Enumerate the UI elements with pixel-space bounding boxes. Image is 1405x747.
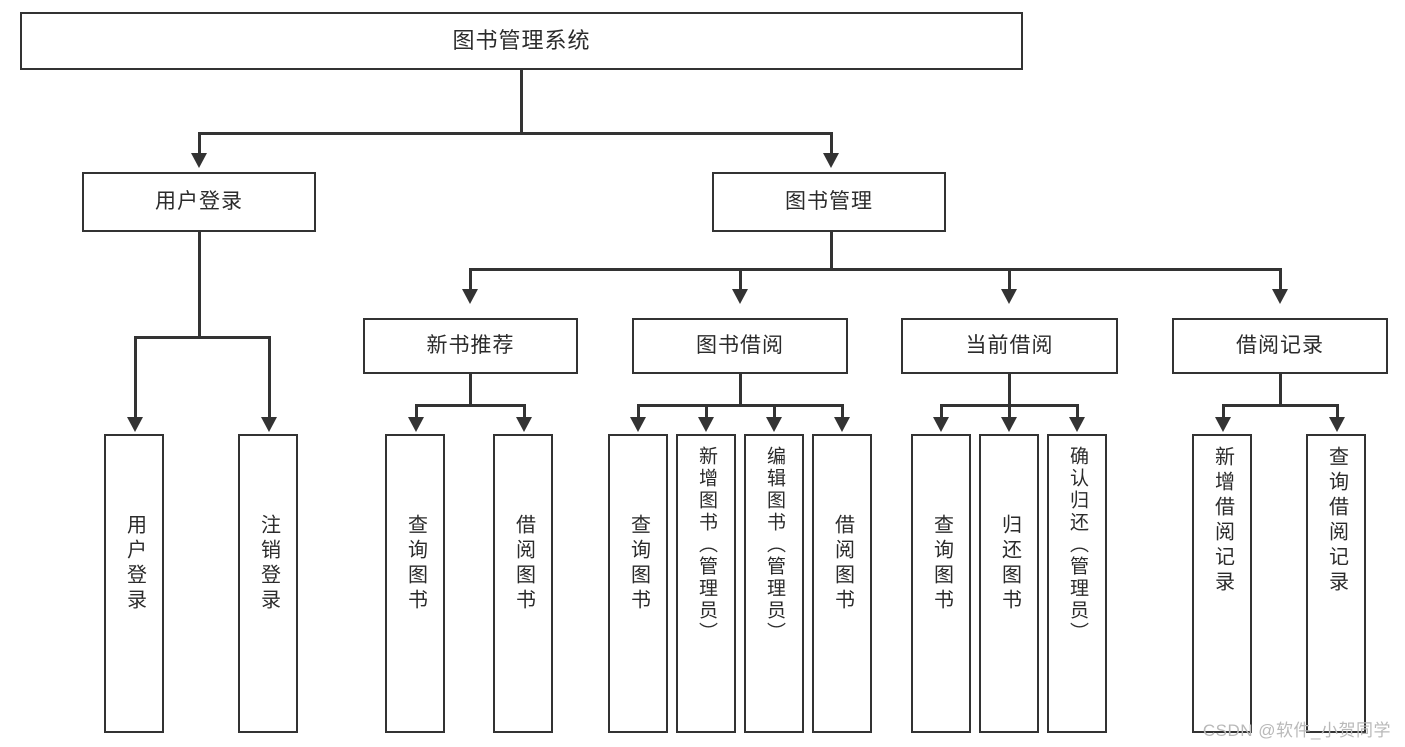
leaf-edit-book-admin[interactable]: 编辑图书（管理员） — [744, 434, 804, 733]
node-label: 用户登录 — [155, 190, 243, 214]
node-user-login[interactable]: 用户登录 — [82, 172, 316, 232]
arrowhead-bookmgmt-c3 — [1001, 289, 1017, 304]
connector-newbook-stem — [469, 374, 472, 406]
node-borrow-record[interactable]: 借阅记录 — [1172, 318, 1388, 374]
arrowhead-newbook-l1 — [408, 417, 424, 432]
connector-root-stem — [520, 70, 523, 134]
csdn-watermark: CSDN @软件_小贺同学 — [1202, 721, 1391, 740]
connector-borrowrecord-stem — [1279, 374, 1282, 406]
node-label: 确认归还（管理员） — [1066, 446, 1088, 644]
connector-newbook-to-l1 — [415, 404, 418, 418]
connector-currentborrow-stem — [1008, 374, 1011, 406]
arrowhead-currentborrow-l2 — [1001, 417, 1017, 432]
leaf-query-book-newbook[interactable]: 查询图书 — [385, 434, 445, 733]
connector-userlogin-stem — [198, 232, 201, 338]
connector-bookborrow-to-l3 — [773, 404, 776, 418]
node-label: 借阅图书 — [831, 514, 854, 614]
arrowhead-bookborrow-l4 — [834, 417, 850, 432]
node-label: 图书借阅 — [696, 334, 784, 358]
arrowhead-userlogin-leaf1 — [127, 417, 143, 432]
leaf-add-book-admin[interactable]: 新增图书（管理员） — [676, 434, 736, 733]
connector-currentborrow-to-l3 — [1076, 404, 1079, 418]
connector-bookmgmt-bar — [469, 268, 1281, 271]
leaf-query-book-current[interactable]: 查询图书 — [911, 434, 971, 733]
connector-bookmgmt-to-c3 — [1008, 268, 1011, 290]
node-label: 编辑图书（管理员） — [763, 446, 785, 644]
connector-bookborrow-to-l4 — [841, 404, 844, 418]
leaf-return-book[interactable]: 归还图书 — [979, 434, 1039, 733]
node-label: 新书推荐 — [426, 334, 515, 358]
arrowhead-root-to-bookmgmt — [823, 153, 839, 168]
connector-bookborrow-stem — [739, 374, 742, 406]
node-label: 查询图书 — [930, 514, 953, 614]
arrowhead-borrowrecord-l2 — [1329, 417, 1345, 432]
arrowhead-currentborrow-l3 — [1069, 417, 1085, 432]
node-label: 当前借阅 — [965, 334, 1054, 358]
arrowhead-bookborrow-l1 — [630, 417, 646, 432]
connector-root-to-login — [198, 132, 201, 154]
arrowhead-bookborrow-l3 — [766, 417, 782, 432]
arrowhead-root-to-login — [191, 153, 207, 168]
node-label: 归还图书 — [998, 514, 1021, 614]
connector-bookmgmt-to-c4 — [1279, 268, 1282, 290]
node-label: 图书管理 — [785, 190, 873, 214]
connector-bookmgmt-to-c2 — [739, 268, 742, 290]
connector-userlogin-to-leaf2 — [268, 336, 271, 418]
arrowhead-bookborrow-l2 — [698, 417, 714, 432]
connector-bookborrow-bar — [637, 404, 843, 407]
connector-currentborrow-to-l1 — [940, 404, 943, 418]
arrowhead-bookmgmt-c2 — [732, 289, 748, 304]
node-label: 查询图书 — [404, 514, 427, 614]
connector-root-to-bookmgmt — [830, 132, 833, 154]
node-label: 借阅图书 — [512, 514, 535, 614]
node-root-system[interactable]: 图书管理系统 — [20, 12, 1023, 70]
connector-bookmgmt-stem — [830, 232, 833, 270]
arrowhead-bookmgmt-c4 — [1272, 289, 1288, 304]
node-new-book-recommend[interactable]: 新书推荐 — [363, 318, 578, 374]
node-label: 查询图书 — [627, 514, 650, 614]
connector-userlogin-to-leaf1 — [134, 336, 137, 418]
node-label: 新增图书（管理员） — [695, 446, 717, 644]
node-current-borrow[interactable]: 当前借阅 — [901, 318, 1118, 374]
arrowhead-userlogin-leaf2 — [261, 417, 277, 432]
connector-bookborrow-to-l2 — [705, 404, 708, 418]
connector-newbook-bar — [415, 404, 525, 407]
leaf-user-login[interactable]: 用户登录 — [104, 434, 164, 733]
arrowhead-newbook-l2 — [516, 417, 532, 432]
connector-userlogin-bar — [134, 336, 270, 339]
node-book-management[interactable]: 图书管理 — [712, 172, 946, 232]
connector-bookmgmt-to-c1 — [469, 268, 472, 290]
node-label: 注销登录 — [257, 514, 280, 614]
leaf-borrow-book[interactable]: 借阅图书 — [812, 434, 872, 733]
connector-borrowrecord-to-l1 — [1222, 404, 1225, 418]
connector-bookborrow-to-l1 — [637, 404, 640, 418]
leaf-query-borrow-record[interactable]: 查询借阅记录 — [1306, 434, 1366, 733]
node-label: 图书管理系统 — [452, 27, 591, 53]
node-label: 查询借阅记录 — [1325, 446, 1348, 596]
arrowhead-bookmgmt-c1 — [462, 289, 478, 304]
leaf-confirm-return-admin[interactable]: 确认归还（管理员） — [1047, 434, 1107, 733]
leaf-borrow-book-newbook[interactable]: 借阅图书 — [493, 434, 553, 733]
node-label: 借阅记录 — [1236, 334, 1324, 358]
connector-currentborrow-to-l2 — [1008, 404, 1011, 418]
leaf-query-book-borrow[interactable]: 查询图书 — [608, 434, 668, 733]
connector-root-bar — [198, 132, 832, 135]
node-book-borrow[interactable]: 图书借阅 — [632, 318, 848, 374]
node-label: 用户登录 — [123, 514, 146, 614]
connector-borrowrecord-to-l2 — [1336, 404, 1339, 418]
node-label: 新增借阅记录 — [1211, 446, 1234, 596]
connector-newbook-to-l2 — [523, 404, 526, 418]
leaf-add-borrow-record[interactable]: 新增借阅记录 — [1192, 434, 1252, 733]
connector-borrowrecord-bar — [1222, 404, 1338, 407]
arrowhead-currentborrow-l1 — [933, 417, 949, 432]
arrowhead-borrowrecord-l1 — [1215, 417, 1231, 432]
leaf-logout[interactable]: 注销登录 — [238, 434, 298, 733]
